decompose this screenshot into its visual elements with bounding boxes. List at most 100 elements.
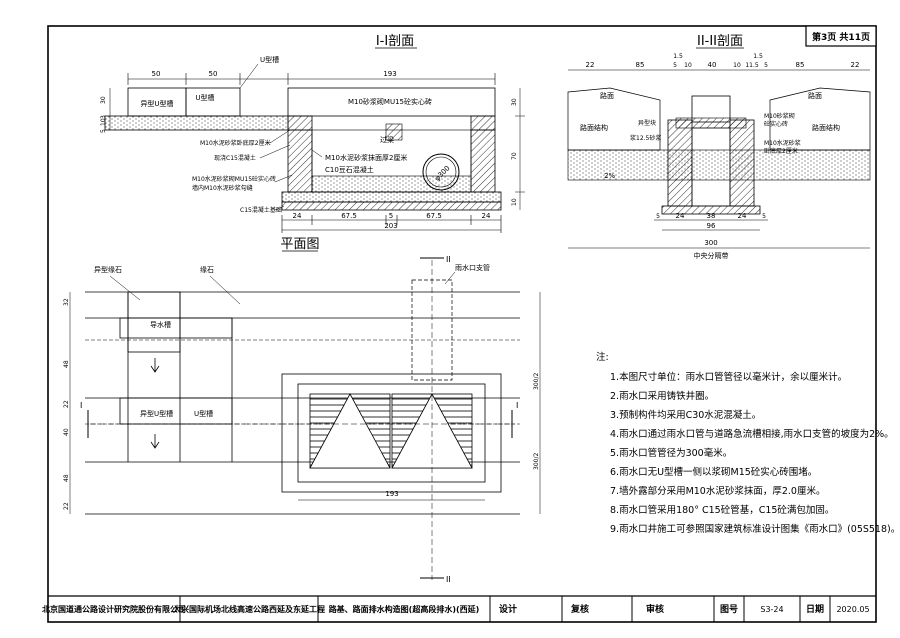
- svg-text:300: 300: [704, 239, 717, 247]
- svg-text:5: 5: [389, 212, 393, 220]
- note-8: 8.雨水口管采用180° C15砼管基，C15砼满包加固。: [610, 504, 834, 516]
- svg-text:22: 22: [586, 61, 595, 69]
- drawing-title: 路基、路面排水构造图(超高段排水)(西延): [329, 604, 480, 614]
- figure-number: S3-24: [760, 605, 783, 614]
- svg-text:193: 193: [383, 70, 396, 78]
- svg-text:路面结构: 路面结构: [812, 123, 840, 132]
- svg-text:M10水泥砂浆砌MU15砼实心砖: M10水泥砂浆砌MU15砼实心砖: [192, 175, 276, 183]
- svg-text:300/2: 300/2: [533, 453, 540, 470]
- svg-text:U型槽: U型槽: [260, 55, 279, 64]
- svg-text:11.5: 11.5: [745, 62, 759, 69]
- section-2: II-II剖面 1.5 1.5 22 85 5 10 40 10 11.5 5 …: [567, 34, 871, 260]
- svg-text:24: 24: [738, 212, 747, 220]
- svg-text:10: 10: [511, 198, 518, 206]
- svg-text:10: 10: [684, 62, 692, 69]
- svg-text:96: 96: [707, 222, 716, 230]
- project: 大兴国际机场北线高速公路西延及东延工程: [173, 604, 325, 614]
- svg-text:异型缘石: 异型缘石: [94, 265, 122, 274]
- svg-text:3: 3: [100, 115, 107, 119]
- svg-text:10: 10: [100, 118, 107, 126]
- svg-text:异型U型槽: 异型U型槽: [140, 409, 173, 418]
- svg-text:墙内M10水泥砂浆勾缝: 墙内M10水泥砂浆勾缝: [192, 184, 253, 192]
- svg-text:雨水口支管: 雨水口支管: [455, 263, 490, 272]
- svg-text:过梁: 过梁: [380, 135, 394, 144]
- svg-text:40: 40: [708, 61, 717, 69]
- svg-text:路面: 路面: [600, 91, 614, 100]
- svg-text:5: 5: [762, 213, 766, 220]
- svg-text:中央分隔带: 中央分隔带: [694, 251, 729, 260]
- svg-text:M10水泥砂浆: M10水泥砂浆: [764, 139, 801, 147]
- svg-text:24: 24: [293, 212, 302, 220]
- svg-text:浆12.5砂浆: 浆12.5砂浆: [630, 134, 661, 142]
- svg-text:67.5: 67.5: [426, 212, 442, 220]
- svg-text:50: 50: [152, 70, 161, 78]
- svg-text:设计: 设计: [499, 603, 517, 615]
- svg-text:导水槽: 导水槽: [150, 320, 171, 329]
- svg-text:5: 5: [656, 213, 660, 220]
- svg-text:5: 5: [764, 62, 768, 69]
- svg-text:22: 22: [851, 61, 860, 69]
- svg-text:图号: 图号: [720, 604, 738, 615]
- svg-text:85: 85: [636, 61, 645, 69]
- svg-text:24: 24: [482, 212, 491, 220]
- title-block: 北京国道通公路设计研究院股份有限公司 大兴国际机场北线高速公路西延及东延工程 路…: [42, 596, 870, 622]
- svg-text:300/2: 300/2: [533, 373, 540, 390]
- svg-text:U型槽: U型槽: [195, 93, 214, 102]
- svg-text:38: 38: [707, 212, 716, 220]
- note-6: 6.雨水口无U型槽一侧以浆砌M15砼实心砖围堵。: [610, 466, 817, 478]
- company: 北京国道通公路设计研究院股份有限公司: [42, 604, 186, 614]
- svg-text:复核: 复核: [570, 603, 589, 615]
- svg-text:M10砂浆砌: M10砂浆砌: [764, 112, 795, 120]
- svg-text:1.5: 1.5: [673, 53, 683, 60]
- note-7: 7.墙外露部分采用M10水泥砂浆抹面，厚2.0厘米。: [610, 485, 825, 497]
- svg-text:50: 50: [209, 70, 218, 78]
- svg-text:70: 70: [511, 152, 518, 160]
- svg-text:C10豆石混凝土: C10豆石混凝土: [325, 165, 374, 174]
- svg-text:缘石: 缘石: [200, 265, 214, 274]
- svg-text:I: I: [80, 401, 82, 410]
- svg-text:10: 10: [733, 62, 741, 69]
- svg-text:路面: 路面: [808, 91, 822, 100]
- sheet-border: [47, 25, 877, 623]
- svg-text:32: 32: [63, 298, 70, 306]
- notes: 注: 1.本图尺寸单位：雨水口管管径以毫米计，余以厘米计。 2.雨水口采用铸铁井…: [596, 351, 900, 535]
- svg-text:22: 22: [63, 400, 70, 408]
- svg-text:M10水泥砂浆卧底厚2厘米: M10水泥砂浆卧底厚2厘米: [200, 139, 271, 147]
- svg-text:48: 48: [63, 474, 70, 482]
- svg-text:I: I: [516, 401, 518, 410]
- note-3: 3.预制构件均采用C30水泥混凝土。: [610, 409, 761, 421]
- svg-text:2%: 2%: [604, 172, 615, 180]
- svg-text:C15混凝土基础: C15混凝土基础: [240, 206, 282, 214]
- svg-text:40: 40: [63, 428, 70, 436]
- svg-text:日期: 日期: [806, 603, 824, 615]
- svg-text:67.5: 67.5: [341, 212, 357, 220]
- svg-text:异型块: 异型块: [638, 119, 656, 127]
- svg-text:II: II: [446, 575, 451, 584]
- svg-text:砼实心砖: 砼实心砖: [764, 120, 788, 128]
- plan-view: 平面图 导水槽 异型U型槽 U型槽 异型缘石 缘石 雨水口支管: [63, 237, 541, 584]
- svg-text:异型U型槽: 异型U型槽: [140, 99, 173, 108]
- svg-text:审核: 审核: [646, 603, 664, 615]
- section-1-title: I-I剖面: [376, 34, 414, 49]
- svg-text:卧底厚2厘米: 卧底厚2厘米: [764, 147, 798, 155]
- svg-text:II: II: [446, 255, 451, 264]
- svg-text:M10水泥砂浆抹面厚2厘米: M10水泥砂浆抹面厚2厘米: [325, 153, 407, 162]
- svg-text:1.5: 1.5: [753, 53, 763, 60]
- page-badge: 第3页 共11页: [812, 31, 870, 43]
- svg-text:22: 22: [63, 502, 70, 510]
- svg-text:现浇C15混凝土: 现浇C15混凝土: [214, 154, 256, 162]
- svg-text:24: 24: [676, 212, 685, 220]
- date: 2020.05: [836, 605, 869, 614]
- note-1: 1.本图尺寸单位：雨水口管管径以毫米计，余以厘米计。: [610, 371, 847, 383]
- svg-text:路面结构: 路面结构: [580, 123, 608, 132]
- svg-text:85: 85: [796, 61, 805, 69]
- svg-text:193: 193: [385, 490, 398, 498]
- section-1: I-I剖面 50 50 193 异型U型槽 U型槽 U型槽 M10砂浆砌MU15…: [100, 34, 525, 233]
- svg-text:5: 5: [673, 62, 677, 69]
- svg-text:M10砂浆砌MU15砼实心砖: M10砂浆砌MU15砼实心砖: [348, 97, 432, 106]
- plan-title: 平面图: [280, 237, 319, 252]
- svg-text:48: 48: [63, 360, 70, 368]
- note-4: 4.雨水口通过雨水口管与道路急流槽相接,雨水口支管的坡度为2%。: [610, 428, 894, 440]
- note-2: 2.雨水口采用铸铁井圈。: [610, 390, 714, 402]
